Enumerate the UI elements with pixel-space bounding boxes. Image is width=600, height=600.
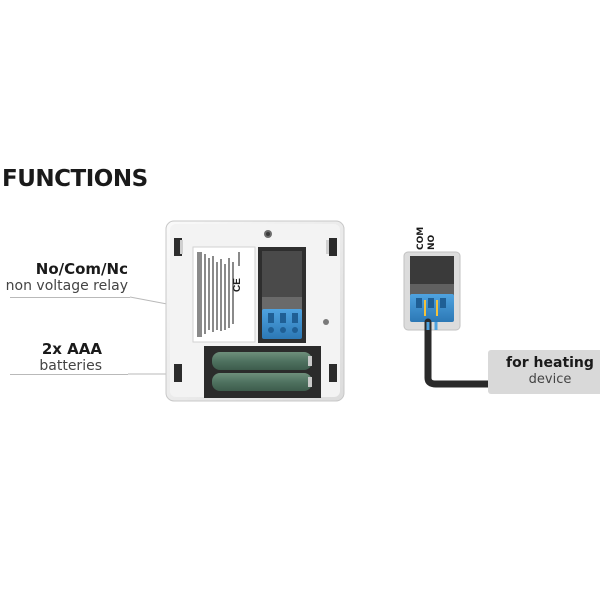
batteries-leader-line [10,374,128,375]
relay-leader-line [10,297,130,298]
battery-compartment [204,346,321,398]
terminal-label-com: COM [416,226,426,250]
screw-icon [323,319,329,325]
mount-slot [174,364,182,382]
page-title: FUNCTIONS [2,166,148,192]
mount-slot [329,238,337,256]
heating-device-subtitle: device [528,372,572,387]
relay-callout-title: No/Com/Nc [35,260,128,278]
svg-text:CE: CE [232,278,243,292]
heating-device-box: for heating device [488,350,600,394]
batteries-callout-title: 2x AAA [41,340,102,358]
heating-cable [424,318,492,388]
battery-aaa-1 [212,352,312,370]
battery-aaa-2 [212,373,312,391]
relay-module-closeup [403,251,461,331]
batteries-callout-subtitle: batteries [39,358,102,374]
relay-compartment [258,247,306,343]
batteries-callout: 2x AAA batteries [39,340,102,374]
terminal-label-no: NO [427,234,437,250]
mount-slot [329,364,337,382]
heating-device-title: for heating [506,355,594,371]
rating-label: CE [192,246,256,343]
relay-callout-subtitle: non voltage relay [5,278,128,294]
mount-slot [174,238,182,256]
relay-callout: No/Com/Nc non voltage relay [6,260,128,294]
